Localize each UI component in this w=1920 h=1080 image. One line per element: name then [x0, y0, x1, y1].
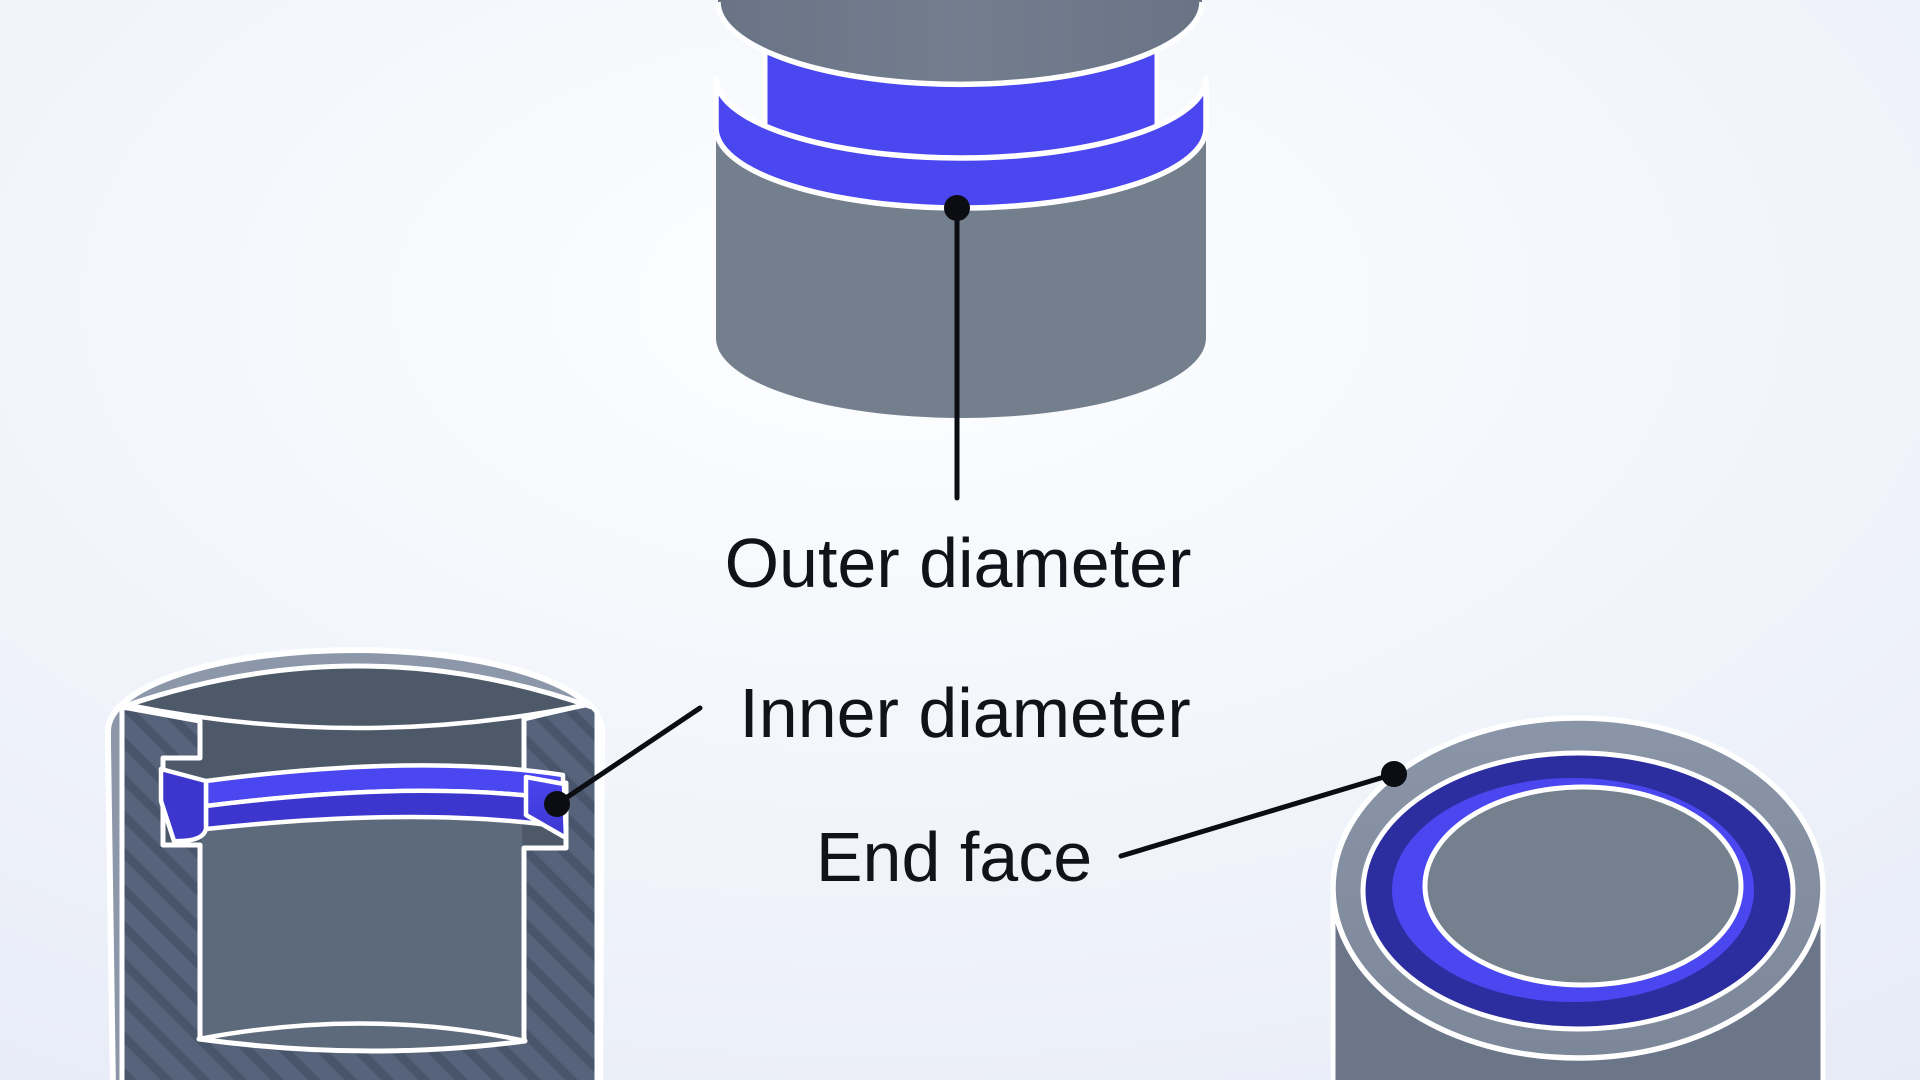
rim-inner-edge — [121, 663, 593, 710]
bushing-flange — [713, 75, 1209, 211]
assembly-view — [713, 0, 1209, 418]
end-face-label: End face — [816, 818, 1092, 896]
bore-core-surface — [199, 812, 525, 1041]
outer-diameter-dot — [944, 195, 970, 221]
end-face-leader — [1118, 771, 1397, 859]
leader-lines — [554, 207, 1397, 859]
leader-dots — [544, 195, 1407, 817]
inner-diameter-label: Inner diameter — [739, 674, 1190, 752]
end-view — [1330, 715, 1826, 1080]
bore-center — [1422, 784, 1744, 988]
flange-section-left — [158, 766, 209, 844]
housing-cylinder — [716, 128, 1206, 418]
cross-section-view — [105, 647, 605, 1080]
counterbore-edge — [123, 701, 591, 731]
inner-diameter-dot — [544, 791, 570, 817]
shaft-bottom-edge — [715, 1, 1205, 88]
outer-diameter-label: Outer diameter — [725, 524, 1192, 602]
end-face-dot — [1381, 761, 1407, 787]
inner-diameter-leader — [554, 705, 703, 807]
shaft-cylinder — [718, 0, 1202, 85]
